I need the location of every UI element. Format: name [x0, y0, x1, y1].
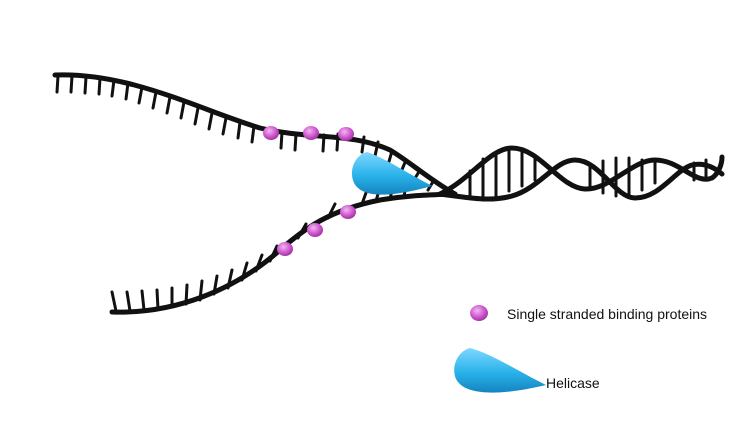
ssb-protein: [307, 223, 323, 237]
double-helix: [437, 145, 725, 202]
legend-ssb-label: Single stranded binding proteins: [507, 306, 707, 322]
legend-helicase-swatch: [454, 348, 546, 393]
legend: Single stranded binding proteins Helicas…: [454, 305, 707, 393]
lower-strand-bases: [110, 182, 408, 313]
ssb-protein: [277, 242, 293, 256]
helicase-shape: [351, 152, 432, 195]
helix-strand-b: [437, 157, 725, 202]
ssb-protein: [340, 205, 356, 219]
ssb-protein: [263, 126, 279, 140]
legend-helicase-label: Helicase: [546, 375, 600, 391]
ssb-protein: [303, 126, 319, 140]
ssb-proteins-lower: [277, 205, 356, 256]
ssb-proteins-upper: [263, 126, 354, 141]
helix-base-pairs: [468, 148, 708, 201]
legend-ssb-swatch: [470, 305, 488, 321]
ssb-protein: [338, 127, 354, 141]
